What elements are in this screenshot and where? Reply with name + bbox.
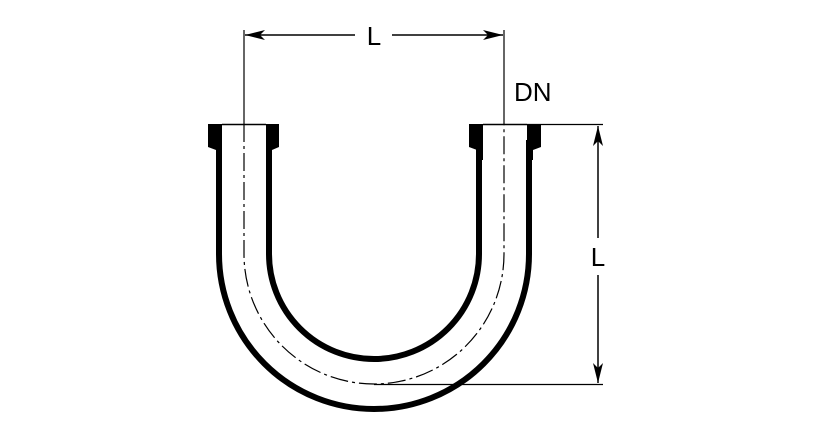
right-socket-flange: [469, 123, 541, 160]
top-length-dimension: L: [245, 21, 503, 51]
pipe-body: [216, 120, 532, 412]
dn-label: DN: [514, 77, 552, 107]
side-length-dimension: L: [591, 126, 605, 383]
extension-lines: [243, 30, 603, 386]
top-length-label: L: [367, 21, 381, 51]
side-length-label: L: [591, 242, 605, 272]
